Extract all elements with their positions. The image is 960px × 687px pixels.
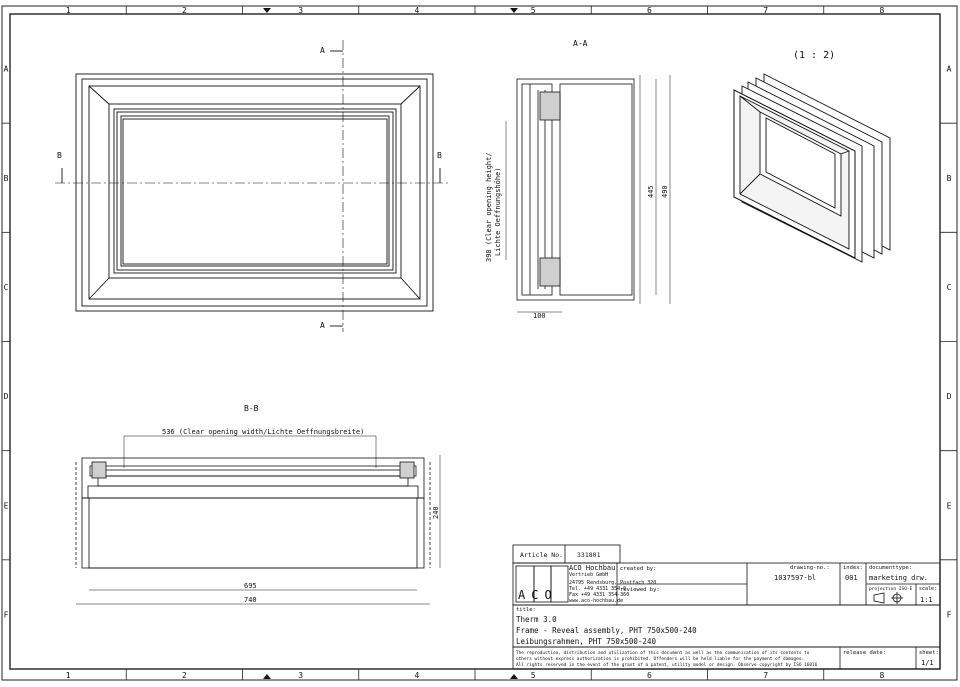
row-label-left-A: A bbox=[4, 65, 9, 74]
row-label-left-B: B bbox=[4, 174, 9, 183]
dim-695: 695 bbox=[244, 582, 257, 590]
section-label-b-right: B bbox=[437, 151, 442, 160]
row-label-right-D: D bbox=[947, 392, 952, 401]
dim-740: 740 bbox=[244, 596, 257, 604]
title-line-2: Frame - Reveal assembly, PHT 750x500-240 bbox=[516, 626, 697, 635]
scale-value: 1:1 bbox=[920, 596, 933, 604]
legal-line-3: All rights reserved in the event of the … bbox=[516, 662, 818, 668]
center-mark-top-left bbox=[263, 8, 271, 13]
section-label-a-top: A bbox=[320, 46, 325, 55]
address-line-2: Tel. +49 4331 354-0 bbox=[569, 586, 626, 592]
drawing-no-label: drawing-no.: bbox=[790, 565, 830, 571]
row-label-right-A: A bbox=[947, 65, 952, 74]
row-label-left-D: D bbox=[4, 392, 9, 401]
front-view bbox=[55, 40, 450, 332]
row-label-left-C: C bbox=[4, 283, 9, 292]
legal-line-1: The reproduction, distribution and utili… bbox=[516, 650, 810, 656]
title-label: title: bbox=[516, 607, 536, 613]
doc-type: marketing drw. bbox=[869, 574, 928, 582]
center-mark-bottom-mid bbox=[510, 674, 518, 679]
article-label: Article No. bbox=[520, 551, 563, 559]
section-label-a-bottom: A bbox=[320, 321, 325, 330]
title-line-3: Leibungsrahmen, PHT 750x500-240 bbox=[516, 637, 656, 646]
address-line-4: www.aco-hochbau.de bbox=[569, 598, 623, 604]
col-label-bottom-2: 2 bbox=[182, 671, 187, 680]
drawing-no: 1037597-bl bbox=[774, 574, 816, 582]
company-name: ACO Hochbau bbox=[569, 564, 615, 572]
release-date-label: release date: bbox=[843, 650, 886, 656]
legal-line-2: others without express authorization is … bbox=[516, 656, 804, 662]
section-bb-view bbox=[75, 435, 441, 605]
index-label: index: bbox=[843, 565, 863, 571]
grid-ticks bbox=[2, 6, 957, 680]
address-line-3: Fax +49 4331 354-360 bbox=[569, 592, 629, 598]
row-label-right-B: B bbox=[947, 174, 952, 183]
projection-label: projection ISO-E bbox=[869, 586, 913, 592]
section-bb-title: B-B bbox=[244, 404, 259, 413]
col-label-bottom-5: 5 bbox=[531, 671, 536, 680]
col-label-bottom-7: 7 bbox=[763, 671, 768, 680]
col-label-bottom-8: 8 bbox=[879, 671, 884, 680]
index-value: 001 bbox=[845, 574, 858, 582]
created-by-label: created by: bbox=[620, 566, 656, 572]
section-label-b-left: B bbox=[57, 151, 62, 160]
col-label-top-7: 7 bbox=[763, 6, 768, 15]
row-label-left-F: F bbox=[4, 610, 9, 619]
dim-490: 490 bbox=[661, 185, 669, 198]
col-label-bottom-3: 3 bbox=[298, 671, 303, 680]
row-label-right-E: E bbox=[947, 501, 952, 510]
isometric-view bbox=[733, 73, 891, 263]
dim-100: 100 bbox=[533, 312, 546, 320]
col-label-top-6: 6 bbox=[647, 6, 652, 15]
doc-type-label: documenttype: bbox=[869, 565, 912, 571]
sheet-value: 1/1 bbox=[921, 659, 934, 667]
row-label-right-F: F bbox=[947, 610, 952, 619]
dim-445: 445 bbox=[647, 185, 655, 198]
article-number: 331801 bbox=[577, 551, 601, 559]
col-label-bottom-1: 1 bbox=[66, 671, 71, 680]
sheet-label: sheet: bbox=[919, 650, 939, 656]
scale-label: scale: bbox=[919, 586, 937, 592]
title-block bbox=[512, 544, 941, 670]
center-mark-top-mid bbox=[510, 8, 518, 13]
col-label-top-1: 1 bbox=[66, 6, 71, 15]
title-line-1: Therm 3.0 bbox=[516, 615, 557, 624]
row-label-right-C: C bbox=[947, 283, 952, 292]
col-label-bottom-6: 6 bbox=[647, 671, 652, 680]
col-label-top-4: 4 bbox=[414, 6, 419, 15]
address-line-1: 24795 Rendsburg, Postfach 320 bbox=[569, 580, 656, 586]
col-label-top-3: 3 bbox=[298, 6, 303, 15]
reviewed-by-label: reviewed by: bbox=[620, 587, 660, 593]
dim-opening-height-2: Lichte Oeffnungshöhe) bbox=[494, 167, 502, 256]
col-label-top-2: 2 bbox=[182, 6, 187, 15]
iso-scale: (1 : 2) bbox=[793, 50, 835, 61]
aco-logo-text: ACO bbox=[518, 588, 558, 602]
dim-opening-width: 536 (Clear opening width/Lichte Oeffnung… bbox=[162, 428, 364, 436]
section-aa-title: A-A bbox=[573, 39, 588, 48]
aco-logo bbox=[515, 565, 569, 603]
section-aa-view bbox=[505, 75, 671, 313]
col-label-top-8: 8 bbox=[879, 6, 884, 15]
dim-opening-height: 398 (Clear opening height/ bbox=[485, 152, 493, 262]
row-label-left-E: E bbox=[4, 501, 9, 510]
center-mark-bottom-left bbox=[263, 674, 271, 679]
dim-240: 240 bbox=[432, 506, 440, 519]
company-sub: Vertrieb GmbH bbox=[569, 572, 608, 578]
col-label-bottom-4: 4 bbox=[414, 671, 419, 680]
col-label-top-5: 5 bbox=[531, 6, 536, 15]
centering-marks bbox=[263, 8, 518, 679]
